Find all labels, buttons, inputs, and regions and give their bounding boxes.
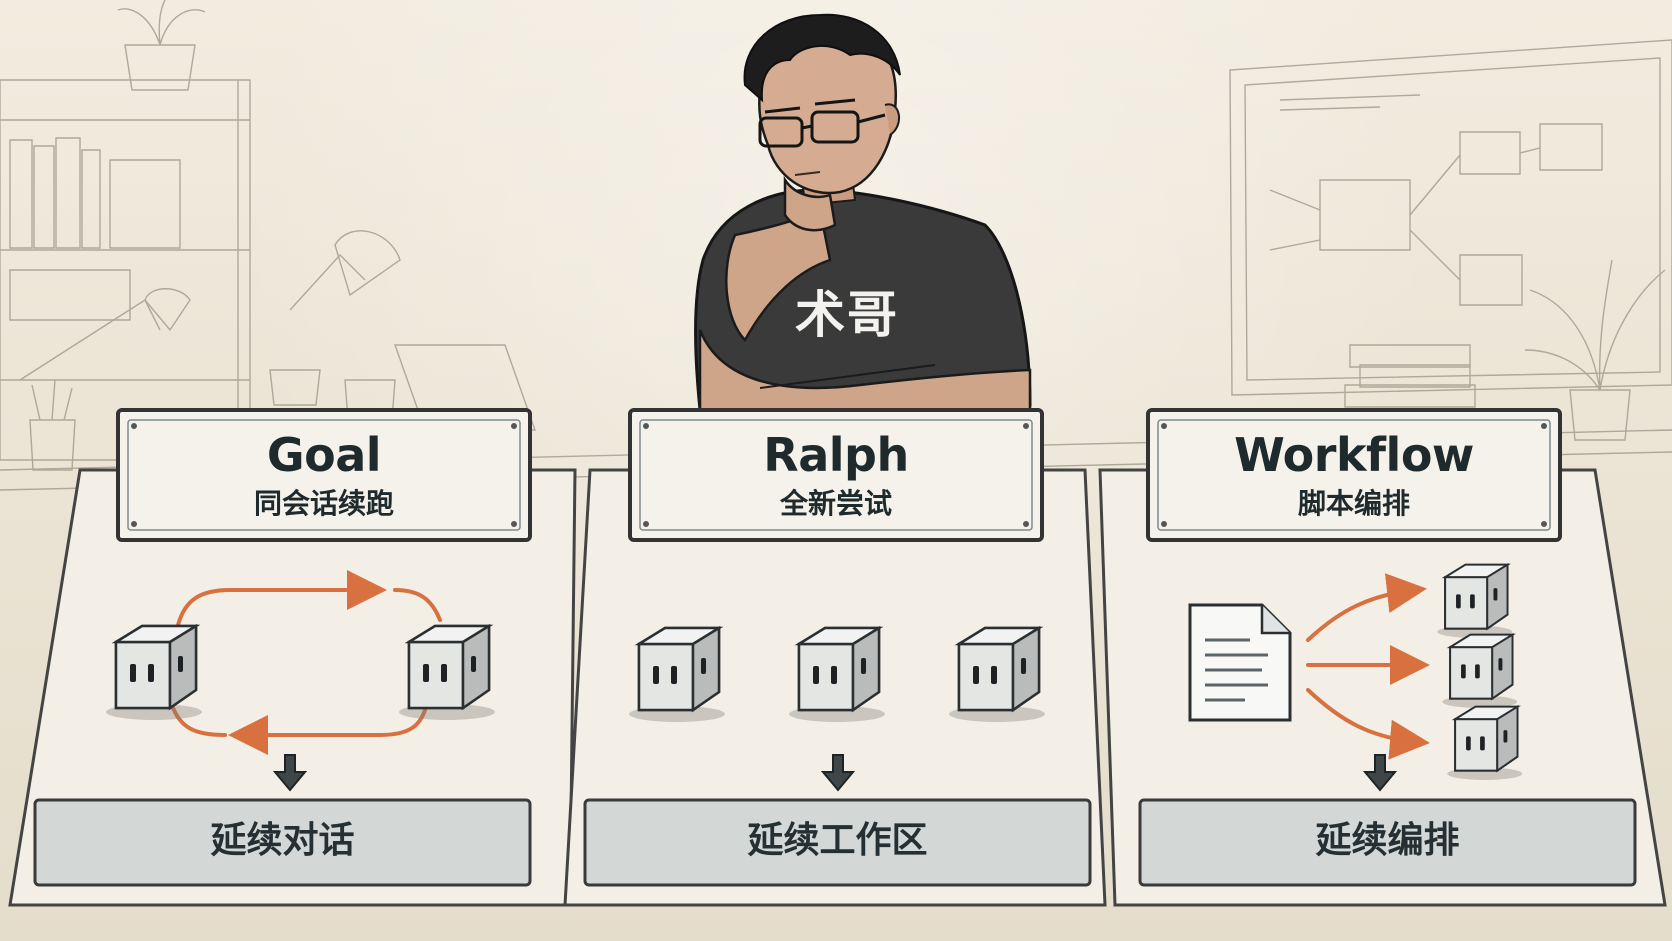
panel-ralph-title: Ralph 全新尝试 [630,432,1042,518]
cube-agent-icon [1441,633,1519,709]
panel-goal-result-bar [33,798,532,887]
panel-workflow-result: 延续编排 [1315,820,1460,861]
cube-agent-icon [947,626,1047,724]
cube-agent-icon [104,624,204,722]
panel-workflow-header [1146,408,1562,542]
cube-agent-icon [787,626,887,724]
panel-ralph-name: Ralph [763,428,909,482]
panel-goal-header [116,408,532,542]
panel-workflow-subtitle: 脚本编排 [1297,487,1410,520]
panel-ralph-subtitle: 全新尝试 [779,487,892,520]
panel-ralph-result-bar [583,798,1092,887]
cube-agent-icon [397,624,497,722]
panel-ralph-header [628,408,1044,542]
cube-agent-icon [1446,705,1524,781]
panel-goal-result: 延续对话 [210,820,355,861]
panel-ralph-result: 延续工作区 [747,820,928,861]
cube-agent-icon [1436,563,1514,639]
panel-workflow-name: Workflow [1234,428,1474,482]
fan-out-arrow-icon [1306,573,1430,760]
cube-agent-icon [627,626,727,724]
document-icon [1188,603,1292,722]
shirt-text: 术哥 [795,286,899,344]
panel-goal-name: Goal [266,428,382,482]
panel-workflow-result-bar [1138,798,1637,887]
panel-workflow-title: Workflow 脚本编排 [1148,432,1560,518]
arrow-down-icon [272,754,1398,792]
panel-goal-title: Goal 同会话续跑 [118,432,530,518]
panel-goal-subtitle: 同会话续跑 [253,487,394,520]
